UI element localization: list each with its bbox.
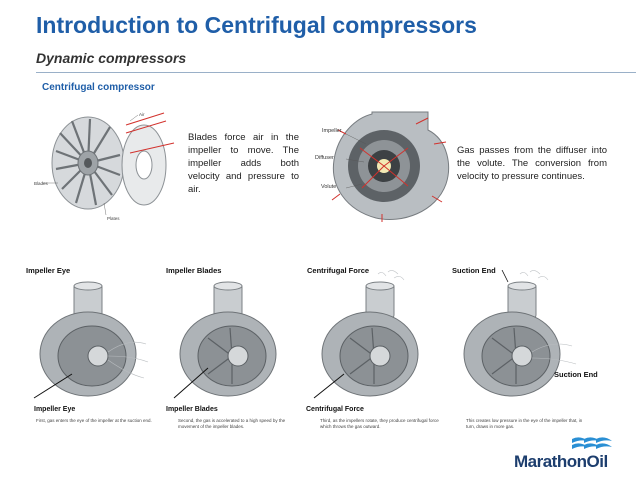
panel-4-caption: This creates low pressure in the eye of … <box>466 418 583 429</box>
label-air: Air <box>139 112 145 117</box>
label-blades: Blades <box>34 181 48 186</box>
impeller-exploded-illustration <box>42 112 175 216</box>
volute-description: Gas passes from the diffuser into the vo… <box>457 145 607 182</box>
marathon-oil-logo-icon <box>572 437 612 449</box>
logo-wordmark: MarathonOil <box>514 452 608 471</box>
label-impeller: Impeller <box>322 128 342 134</box>
volute-cross-section-illustration <box>331 111 449 222</box>
suction-end-pump-illustration <box>463 270 577 397</box>
impeller-eye-pump-illustration <box>33 281 149 399</box>
panel-1-top-label: Impeller Eye <box>26 266 71 275</box>
panel-2-caption: Second, the gas is accelerated to a high… <box>178 418 286 429</box>
label-diffuser: Diffuser <box>315 155 334 161</box>
panel-2-top-label: Impeller Blades <box>166 266 222 275</box>
section-label: Centrifugal compressor <box>42 82 155 93</box>
panel-4-side-label: Suction End <box>554 370 598 379</box>
panel-1-caption: First, gas enters the eye of the impelle… <box>36 418 152 423</box>
label-plates: Plates <box>107 216 120 221</box>
impeller-description: Blades force air in the impeller to move… <box>188 132 299 195</box>
panel-3-caption: Third, as the impellers rotate, they pro… <box>320 418 439 429</box>
centrifugal-force-pump-illustration <box>313 270 419 399</box>
panel-3-bottom-label: Centrifugal Force <box>306 406 364 413</box>
label-volute: Volute <box>321 184 337 190</box>
panel-2-bottom-label: Impeller Blades <box>166 406 218 413</box>
panel-1-bottom-label: Impeller Eye <box>34 406 76 413</box>
title-divider <box>36 72 636 73</box>
impeller-blades-pump-illustration <box>173 281 277 399</box>
slide-subtitle: Dynamic compressors <box>36 50 187 66</box>
panel-3-top-label: Centrifugal Force <box>307 266 370 275</box>
slide-title: Introduction to Centrifugal compressors <box>36 12 477 38</box>
panel-4-top-label: Suction End <box>452 266 496 275</box>
